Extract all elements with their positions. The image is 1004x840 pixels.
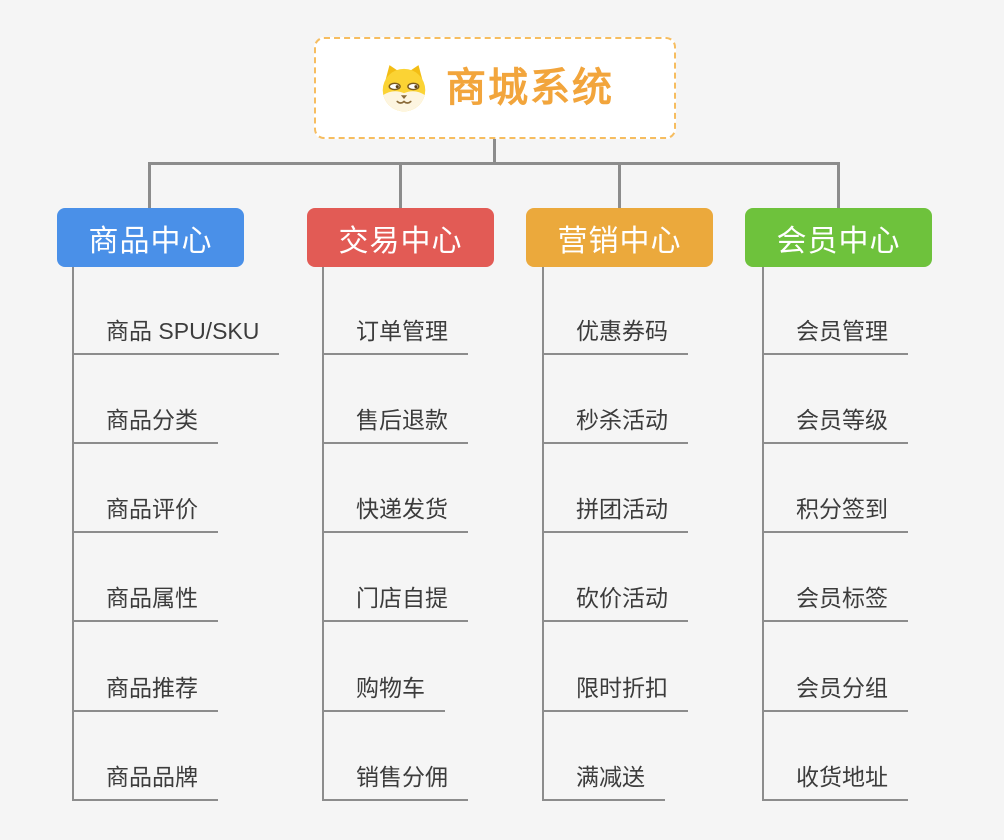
branch-column-marketing: 优惠券码 秒杀活动 拼团活动 砍价活动 限时折扣 满减送 bbox=[542, 0, 802, 840]
connector-column-line bbox=[72, 267, 74, 801]
connector-branch-drop bbox=[618, 165, 621, 208]
leaf-topic[interactable]: 商品推荐 bbox=[72, 675, 218, 712]
leaf-topic[interactable]: 收货地址 bbox=[762, 764, 908, 801]
dog-face-icon bbox=[382, 65, 426, 112]
connector-column-line bbox=[542, 267, 544, 801]
branch-topic-product[interactable]: 商品中心 bbox=[57, 208, 244, 267]
leaf-topic[interactable]: 商品评价 bbox=[72, 496, 218, 533]
leaf-topic[interactable]: 秒杀活动 bbox=[542, 407, 688, 444]
leaf-topic[interactable]: 门店自提 bbox=[322, 585, 468, 622]
leaf-topic[interactable]: 会员管理 bbox=[762, 318, 908, 355]
leaf-topic[interactable]: 商品属性 bbox=[72, 585, 218, 622]
leaf-topic[interactable]: 会员标签 bbox=[762, 585, 908, 622]
branch-column-product: 商品 SPU/SKU 商品分类 商品评价 商品属性 商品推荐 商品品牌 bbox=[72, 0, 332, 840]
branch-topic-member[interactable]: 会员中心 bbox=[745, 208, 932, 267]
connector-branch-drop bbox=[837, 165, 840, 208]
leaf-topic[interactable]: 砍价活动 bbox=[542, 585, 688, 622]
branch-topic-marketing[interactable]: 营销中心 bbox=[526, 208, 713, 267]
leaf-topic[interactable]: 售后退款 bbox=[322, 407, 468, 444]
leaf-topic[interactable]: 拼团活动 bbox=[542, 496, 688, 533]
leaf-topic[interactable]: 订单管理 bbox=[322, 318, 468, 355]
connector-branch-drop bbox=[399, 165, 402, 208]
connector-bus-line bbox=[148, 162, 840, 165]
root-topic-label: 商城系统 bbox=[446, 66, 614, 110]
leaf-topic[interactable]: 快递发货 bbox=[322, 496, 468, 533]
leaf-topic[interactable]: 商品 SPU/SKU bbox=[72, 318, 280, 355]
leaf-topic[interactable]: 限时折扣 bbox=[542, 675, 688, 712]
connector-branch-drop bbox=[148, 165, 151, 208]
leaf-topic[interactable]: 会员等级 bbox=[762, 407, 908, 444]
leaf-topic[interactable]: 满减送 bbox=[542, 764, 665, 801]
leaf-topic[interactable]: 购物车 bbox=[322, 675, 445, 712]
root-topic[interactable]: 商城系统 bbox=[314, 37, 676, 139]
leaf-topic[interactable]: 积分签到 bbox=[762, 496, 908, 533]
leaf-topic[interactable]: 会员分组 bbox=[762, 675, 908, 712]
branch-column-member: 会员管理 会员等级 积分签到 会员标签 会员分组 收货地址 bbox=[762, 0, 1004, 840]
connector-column-line bbox=[322, 267, 324, 801]
branch-column-trade: 订单管理 售后退款 快递发货 门店自提 购物车 销售分佣 bbox=[322, 0, 582, 840]
connector-root-drop bbox=[493, 139, 496, 163]
leaf-topic[interactable]: 优惠券码 bbox=[542, 318, 688, 355]
leaf-topic[interactable]: 销售分佣 bbox=[322, 764, 468, 801]
leaf-topic[interactable]: 商品分类 bbox=[72, 407, 218, 444]
branch-topic-trade[interactable]: 交易中心 bbox=[307, 208, 494, 267]
connector-column-line bbox=[762, 267, 764, 801]
leaf-topic[interactable]: 商品品牌 bbox=[72, 764, 218, 801]
